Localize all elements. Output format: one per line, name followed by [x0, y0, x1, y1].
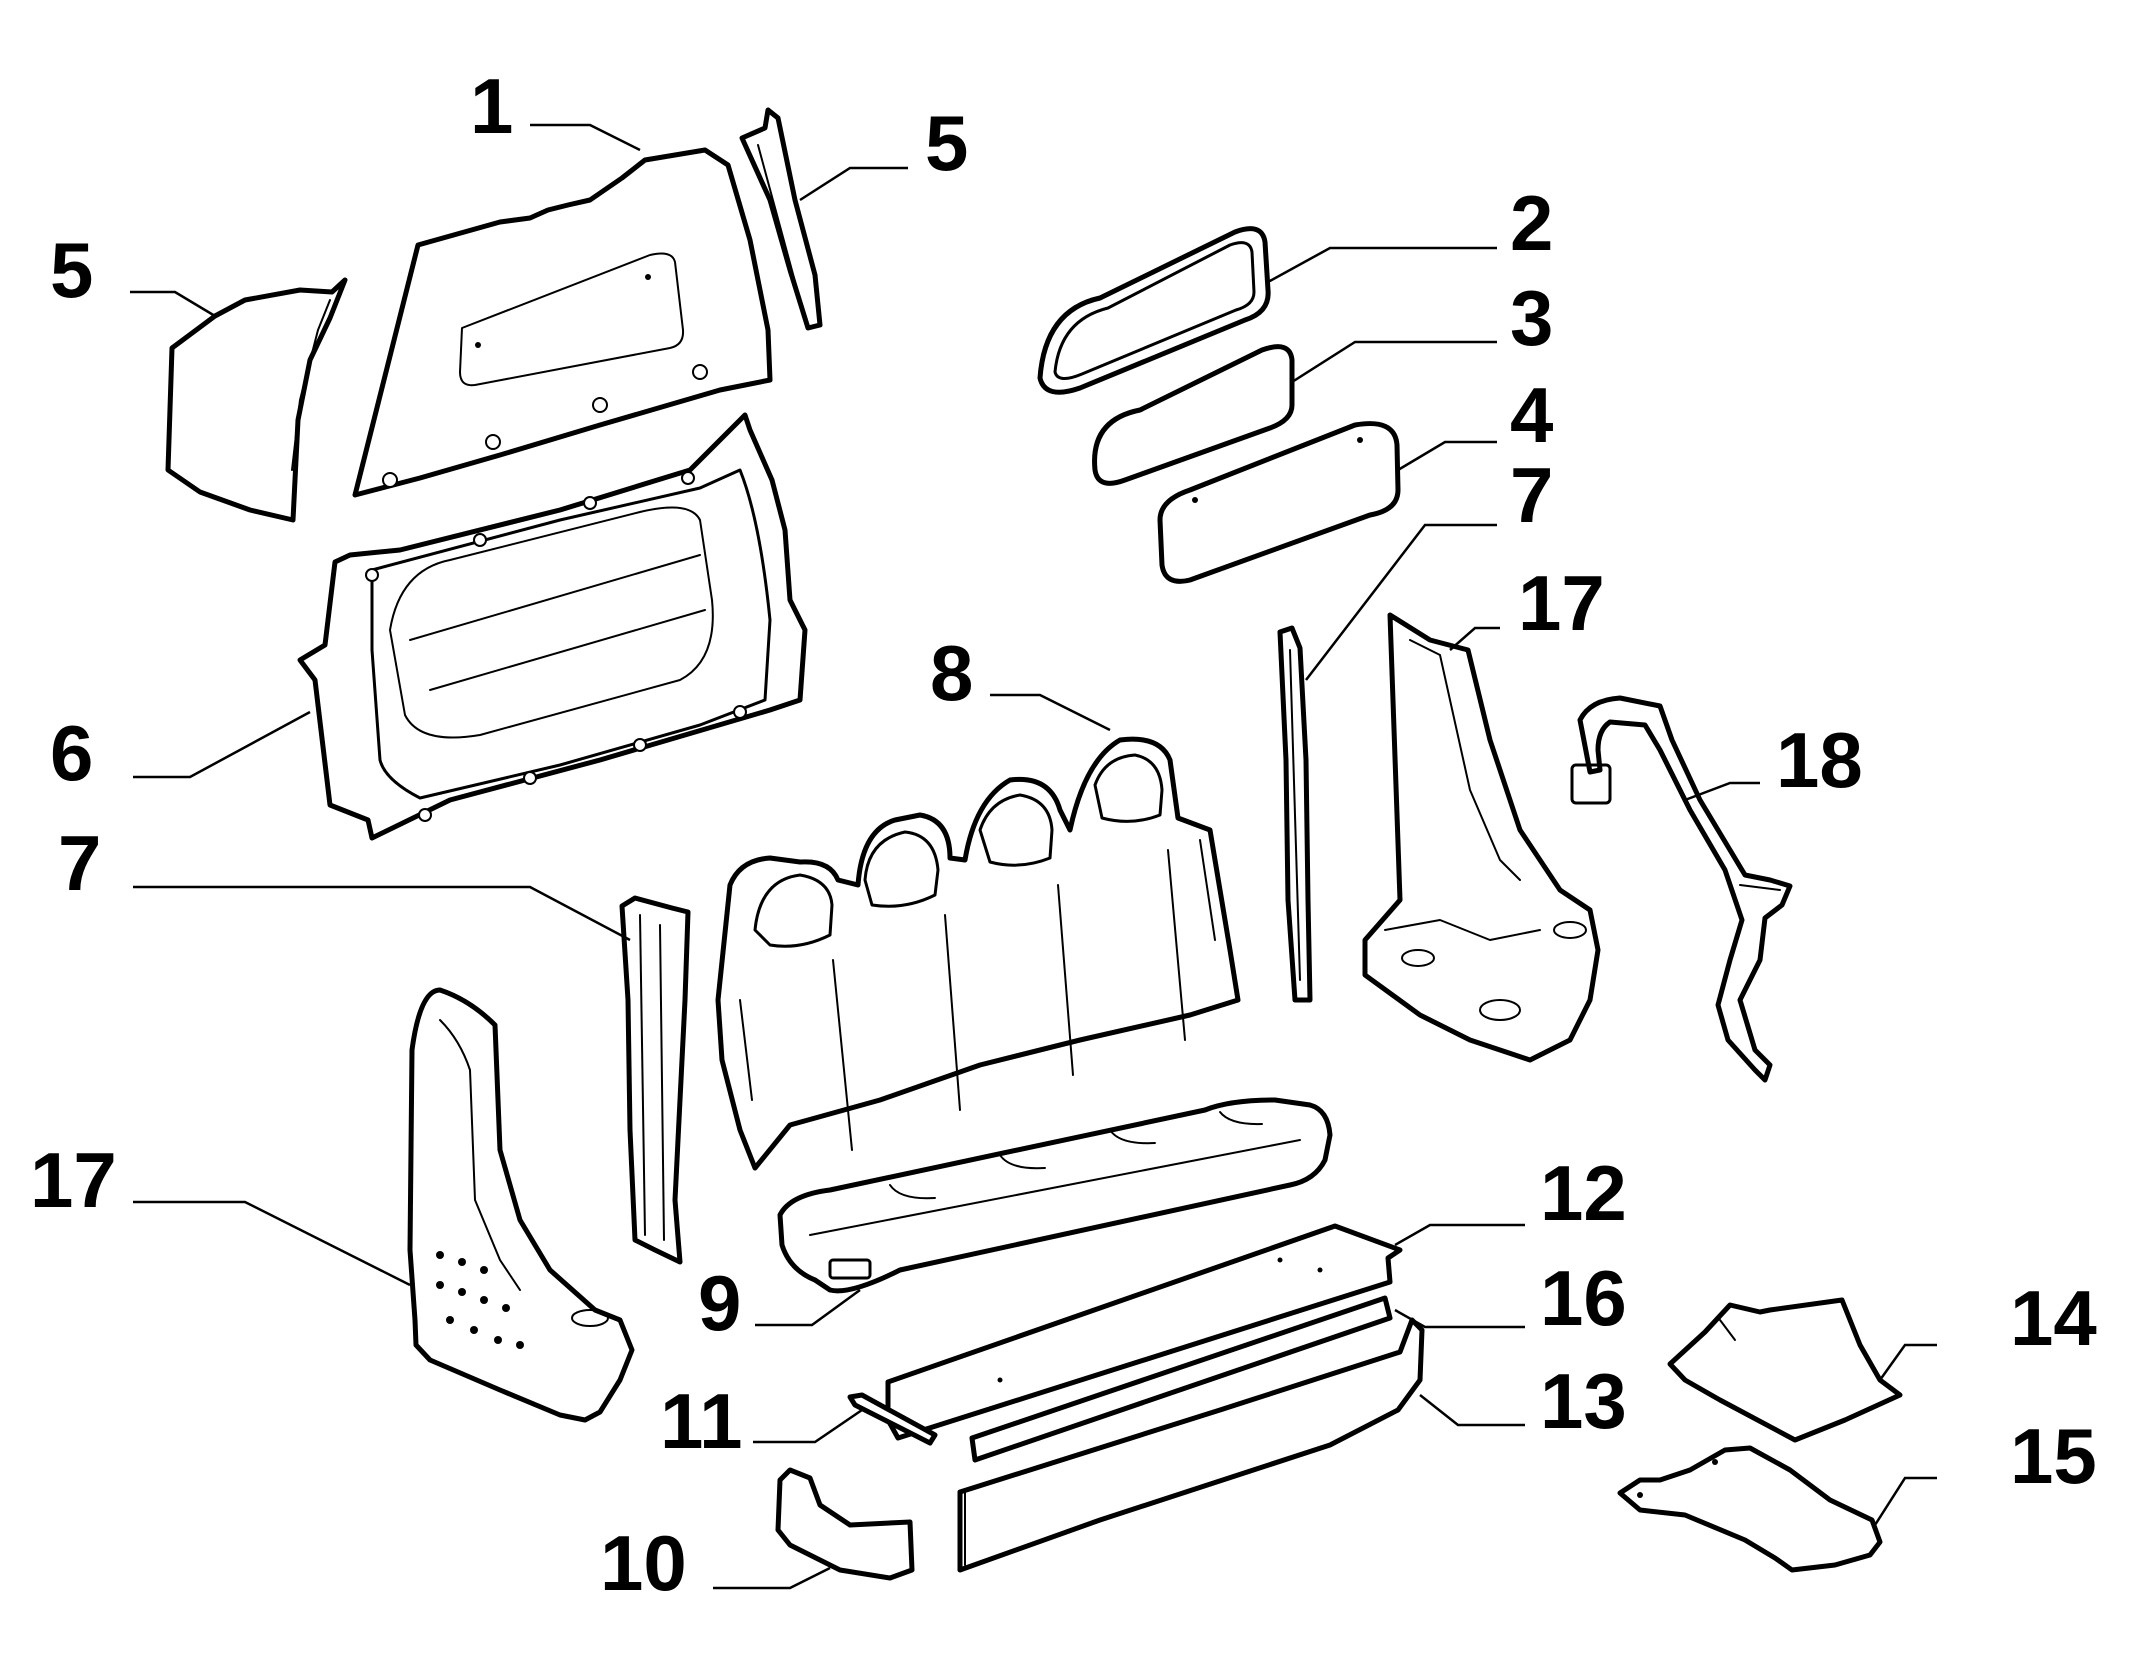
callout-7: 7: [58, 819, 101, 907]
part-5-right-pillar-trim: [739, 107, 823, 331]
callout-5: 5: [925, 99, 968, 187]
leader-lines: [130, 123, 1937, 1590]
part-9-seat-cushion: [777, 1097, 1333, 1294]
callout-6: 6: [50, 709, 93, 797]
part-11-small-strip: [847, 1392, 938, 1446]
callout-11: 11: [660, 1377, 742, 1465]
callout-7: 7: [1510, 451, 1553, 539]
callout-15: 15: [2010, 1412, 2097, 1500]
callout-10: 10: [600, 1519, 687, 1607]
part-17-left-corner-trim: [407, 987, 635, 1423]
part-16-front-strip: [969, 1295, 1393, 1463]
part-15-floor-mat: [1617, 1445, 1883, 1573]
part-2-window-frame: [1037, 226, 1271, 395]
callout-labels: 1 5 5 2 3 4 7 17 8 6 18 7 17 12 16 9 14 …: [30, 62, 2097, 1607]
part-18-seat-belt: [1570, 695, 1793, 1083]
part-14-floor-mat: [1667, 1297, 1903, 1443]
part-7-left-pillar: [619, 895, 691, 1265]
callout-3: 3: [1510, 274, 1553, 362]
callout-16: 16: [1540, 1254, 1627, 1342]
callout-17: 17: [1518, 559, 1605, 647]
callout-1: 1: [470, 62, 513, 150]
callout-13: 13: [1540, 1357, 1627, 1445]
part-3-window-glass: [1092, 344, 1295, 486]
part-8-seat-backrest: [715, 736, 1241, 1171]
callout-17: 17: [30, 1136, 117, 1224]
part-17-right-corner-trim: [1362, 612, 1601, 1063]
part-5-left-side-trim: [165, 277, 348, 523]
part-4-window-seal: [1157, 421, 1401, 584]
part-1-upper-partition-panel: [352, 147, 773, 498]
callout-18: 18: [1776, 716, 1863, 804]
callout-12: 12: [1540, 1149, 1627, 1237]
callout-4: 4: [1510, 371, 1553, 459]
callout-14: 14: [2010, 1274, 2097, 1362]
callout-9: 9: [698, 1259, 741, 1347]
callout-5: 5: [50, 226, 93, 314]
callout-2: 2: [1510, 179, 1553, 267]
part-13-front-kick-panel: [957, 1317, 1425, 1573]
part-6-main-partition-panel: [297, 412, 808, 841]
part-10-end-cover: [775, 1467, 915, 1581]
callout-8: 8: [930, 629, 973, 717]
part-7-right-pillar-strip: [1277, 625, 1313, 1003]
